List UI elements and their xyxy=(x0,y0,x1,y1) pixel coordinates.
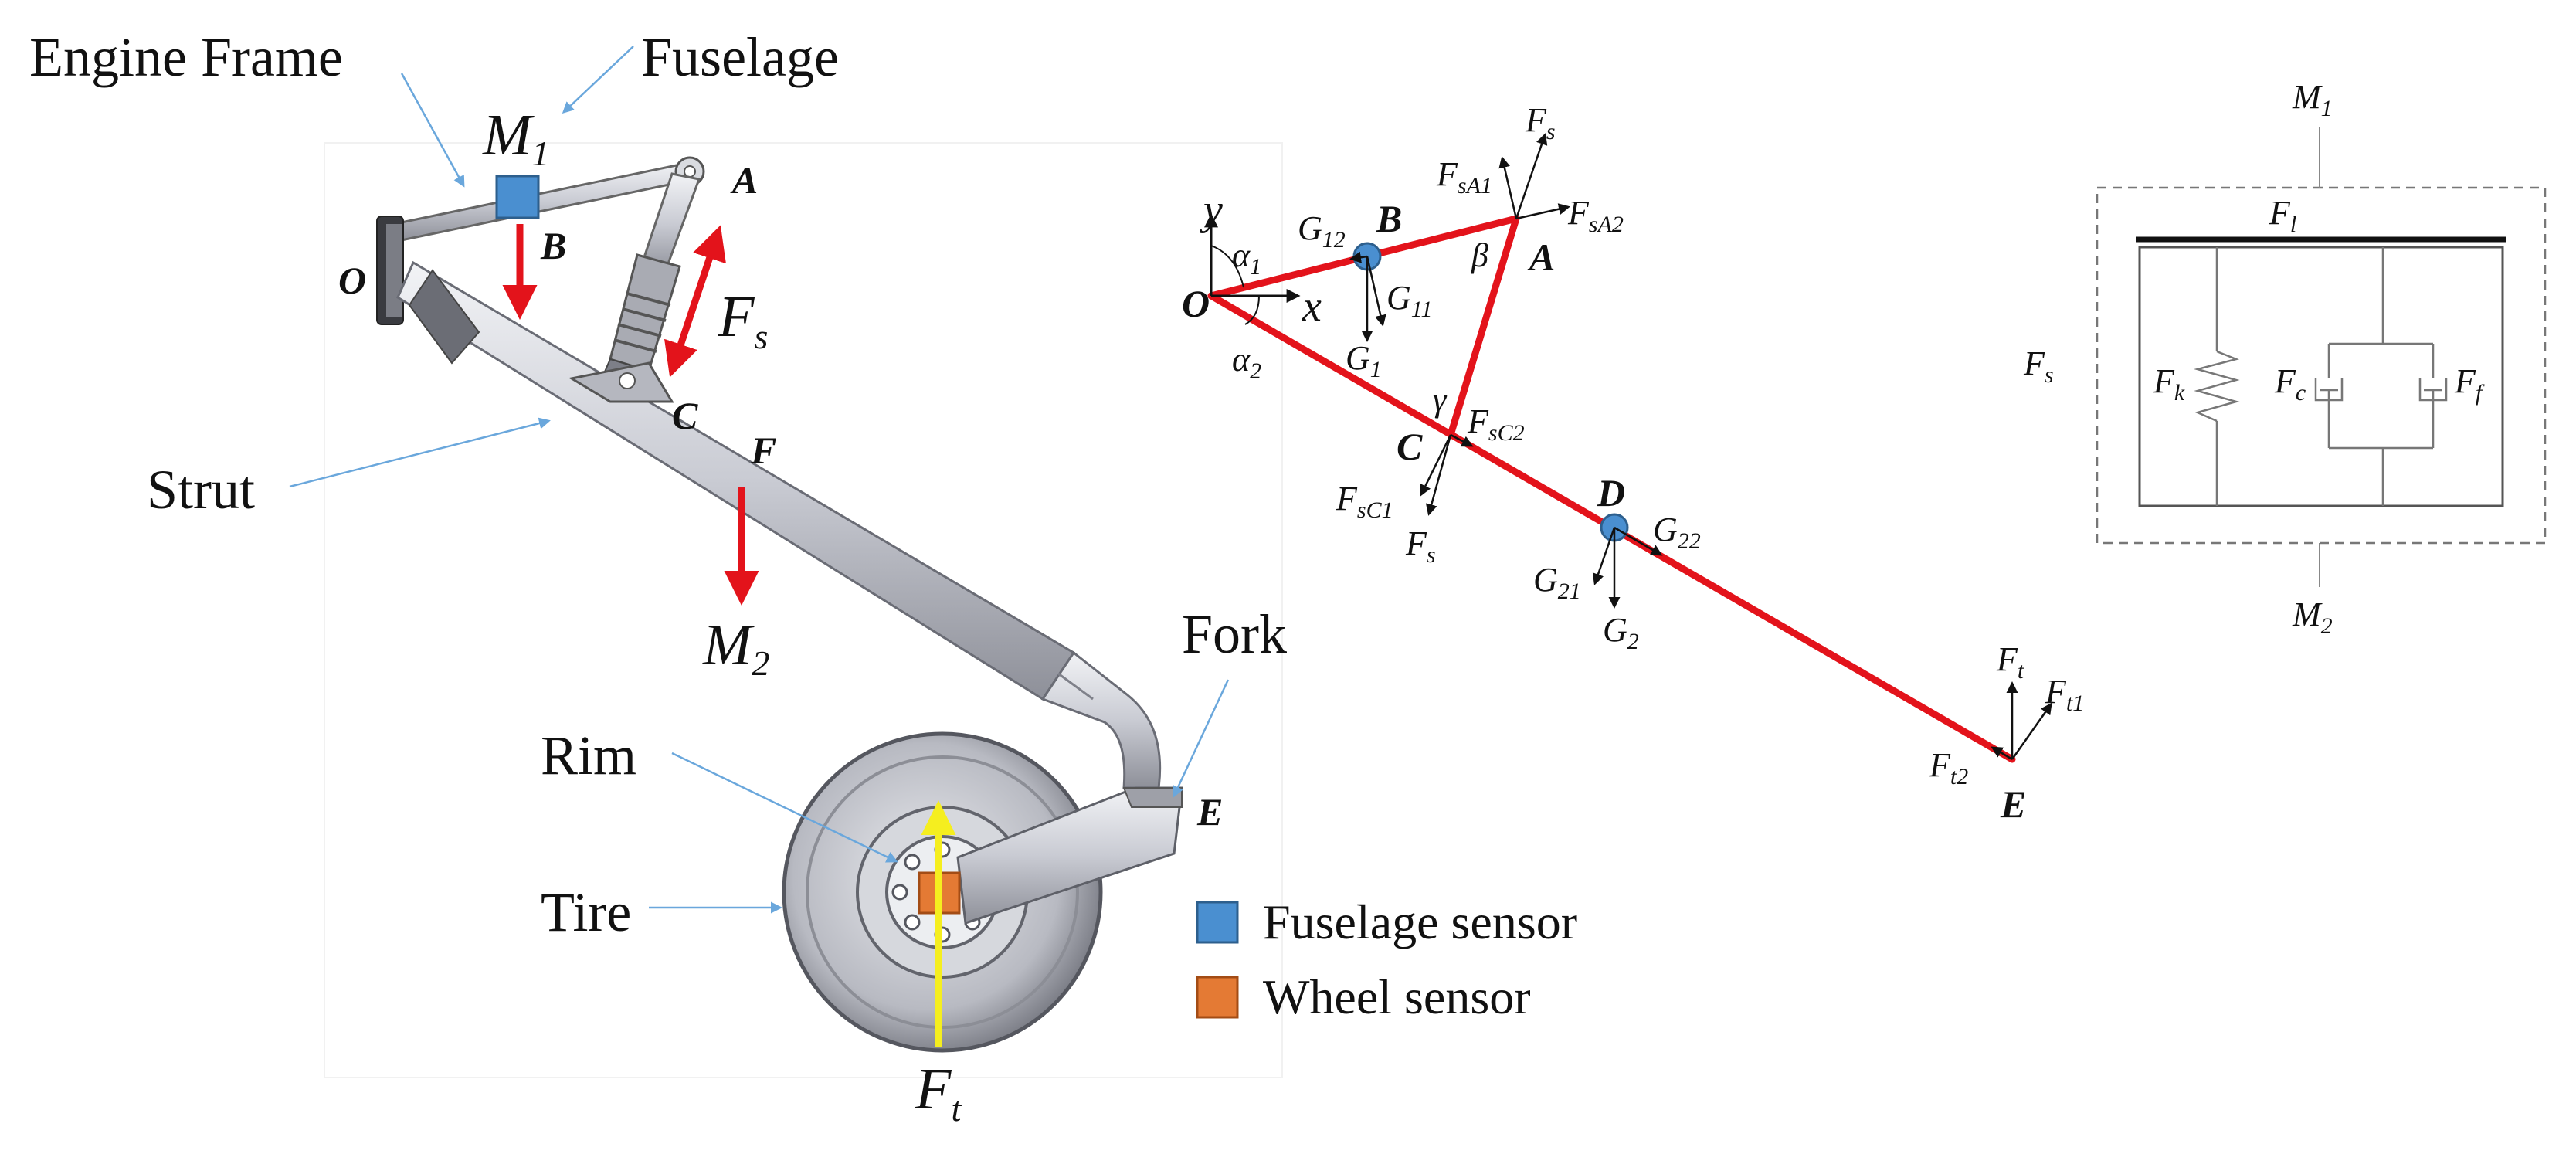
g21-label: G21 xyxy=(1533,561,1581,604)
ft1-label: Ft1 xyxy=(2045,673,2084,716)
tire-label: Tire xyxy=(541,881,631,943)
g1-label: G1 xyxy=(1346,339,1382,382)
fbd-point-a: A xyxy=(1527,236,1555,279)
rim-leader xyxy=(671,752,898,863)
fc-label: Fc xyxy=(2274,362,2306,406)
engine-frame-leader xyxy=(400,73,465,188)
strut-label: Strut xyxy=(147,459,255,521)
m2-label: M2 xyxy=(702,613,769,683)
strut-leader xyxy=(289,417,551,488)
strut-tube xyxy=(396,260,1162,789)
rm-fs-label: Fs xyxy=(2023,345,2054,388)
fbd-point-b: B xyxy=(1376,197,1402,240)
fork-label: Fork xyxy=(1182,603,1287,665)
fuselage-leader xyxy=(562,46,634,114)
m1-label: M1 xyxy=(482,103,549,173)
vec-fsc1 xyxy=(1420,434,1452,497)
fsa1-label: FsA1 xyxy=(1436,155,1492,199)
y-axis-label: y xyxy=(1200,186,1223,234)
vec-ft1 xyxy=(2011,702,2052,760)
vec-fsa2 xyxy=(1515,203,1570,220)
g11-label: G11 xyxy=(1386,279,1433,322)
alpha2-label: α2 xyxy=(1232,341,1261,384)
fbd-point-o: O xyxy=(1182,282,1210,325)
fork-leader xyxy=(1173,679,1230,798)
inner-frame xyxy=(2138,246,2504,507)
fsc1-label: FsC1 xyxy=(1336,480,1393,523)
fs-label: Fs xyxy=(718,284,768,356)
fsa2-label: FsA2 xyxy=(1567,194,1624,237)
point-o-label: O xyxy=(338,259,366,302)
shock-absorber xyxy=(568,172,701,403)
rm-m2-label: M2 xyxy=(2292,596,2333,639)
fbd-point-e: E xyxy=(2000,782,2026,826)
vec-ft2 xyxy=(1991,746,2013,761)
beta-label: β xyxy=(1471,236,1488,274)
vec-fsc2 xyxy=(1450,433,1474,447)
gamma-label: γ xyxy=(1433,381,1448,419)
engine-frame-label: Engine Frame xyxy=(29,26,343,88)
point-f-label: F xyxy=(750,429,776,472)
fork xyxy=(956,786,1183,925)
alpha1-label: α1 xyxy=(1232,236,1261,280)
wheel-assembly xyxy=(782,731,1183,1053)
model-boundary xyxy=(2096,186,2547,545)
vec-g11 xyxy=(1366,256,1386,327)
fsc2-label: FsC2 xyxy=(1467,402,1525,446)
engine-frame xyxy=(376,156,705,325)
ff-label: Ff xyxy=(2454,362,2485,406)
vec-fs-top xyxy=(1515,133,1548,219)
point-b-label: B xyxy=(540,224,566,267)
point-c-label: C xyxy=(672,394,698,437)
g12-label: G12 xyxy=(1298,209,1346,253)
alpha1-arc xyxy=(1210,245,1244,288)
g22-label: G22 xyxy=(1653,511,1701,554)
legend: Fuselage sensor Wheel sensor xyxy=(1196,894,1577,1024)
ft-fbd-label: Ft xyxy=(1996,640,2024,684)
fbd-point-d: D xyxy=(1597,471,1625,514)
rm-m1-label: M1 xyxy=(2292,78,2333,121)
x-axis-label: x xyxy=(1302,283,1322,331)
vec-fs-bottom xyxy=(1425,434,1452,516)
fk-label: Fk xyxy=(2153,362,2185,406)
fuselage-sensor-marker xyxy=(495,175,540,219)
ft-label: Ft xyxy=(915,1057,962,1129)
right-panel: M1 M2 Fl Fs Fk Fc Ff xyxy=(2023,78,2547,639)
vec-g21 xyxy=(1592,527,1616,585)
vec-g12 xyxy=(1349,251,1368,263)
legend-wheel-sensor: Wheel sensor xyxy=(1263,969,1531,1024)
vec-fsa1 xyxy=(1498,156,1518,219)
model-background xyxy=(324,142,1283,1078)
damper-elements xyxy=(2314,247,2448,506)
fuselage-sensor-swatch xyxy=(1196,901,1239,944)
point-a-label: A xyxy=(730,158,758,202)
wheel-sensor-swatch xyxy=(1196,976,1239,1019)
left-panel: Engine Frame Fuselage Strut Rim Tire For… xyxy=(29,26,1577,1129)
fl-label: Fl xyxy=(2269,194,2296,237)
g2-label: G2 xyxy=(1603,611,1639,654)
fs-top-label: Fs xyxy=(1525,101,1556,144)
point-e-label: E xyxy=(1196,790,1223,833)
middle-panel: O A B C D E y x α1 α2 β γ Fs FsA1 FsA2 G… xyxy=(1182,101,2084,826)
legend-fuselage-sensor: Fuselage sensor xyxy=(1263,894,1577,949)
fs-force-arrow xyxy=(664,225,726,378)
alpha2-arc xyxy=(1244,295,1260,325)
spring-element xyxy=(2194,247,2240,506)
ft2-label: Ft2 xyxy=(1929,746,1968,789)
rim-label: Rim xyxy=(541,725,636,786)
fuselage-label: Fuselage xyxy=(641,26,839,88)
fbd-point-c: C xyxy=(1397,425,1423,468)
vec-g22 xyxy=(1614,526,1663,556)
fs-bottom-label: Fs xyxy=(1405,524,1436,568)
link-a-c xyxy=(1447,215,1520,439)
